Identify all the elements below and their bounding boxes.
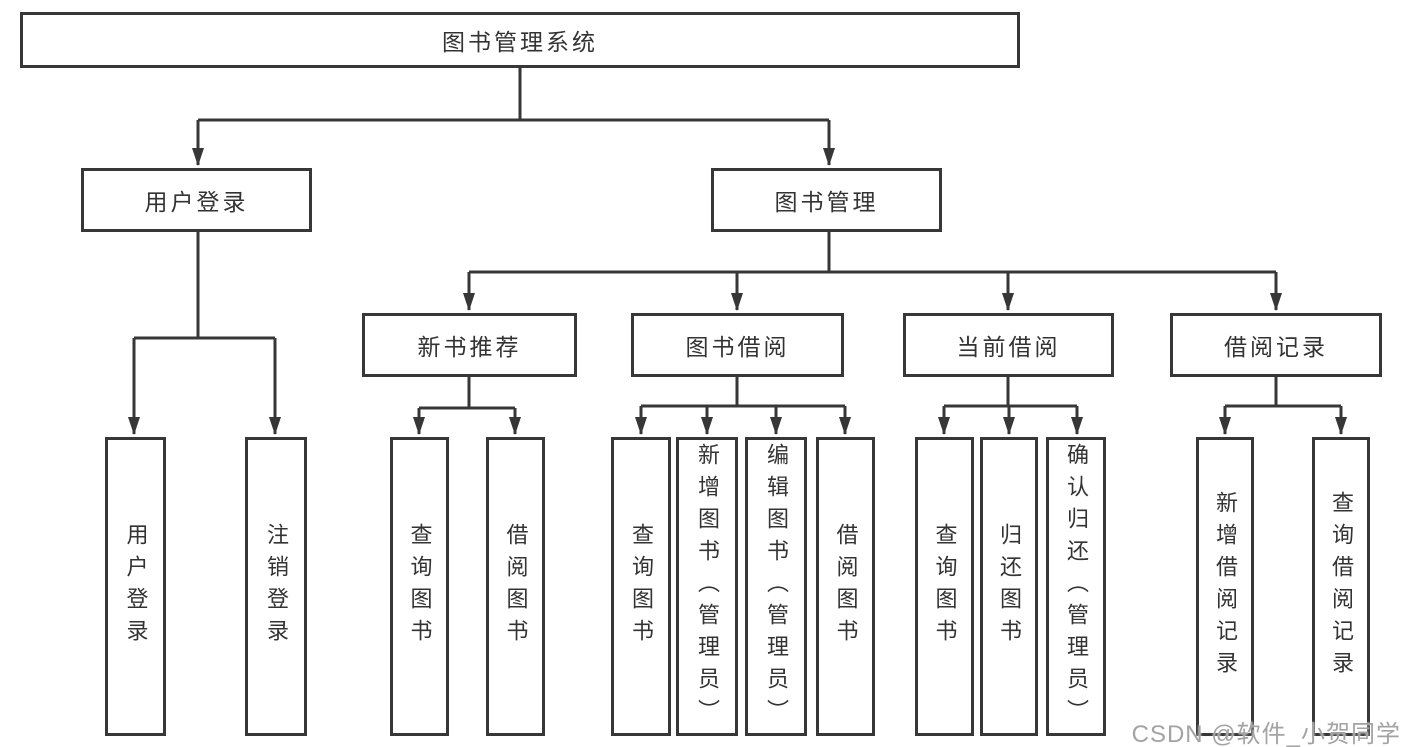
node-book-management: 图书管理 bbox=[711, 168, 942, 232]
leaf-edit-books-admin: 编辑图书（管理员） bbox=[745, 437, 807, 736]
node-new-book-recommend: 新书推荐 bbox=[362, 313, 577, 377]
leaf-borrow-books: 借阅图书 bbox=[816, 437, 875, 736]
leaf-add-borrow-record: 新增借阅记录 bbox=[1196, 437, 1254, 736]
leaf-query-borrow-record: 查询借阅记录 bbox=[1312, 437, 1370, 736]
leaf-query-books-current: 查询图书 bbox=[915, 437, 974, 736]
node-root-system: 图书管理系统 bbox=[20, 12, 1020, 68]
leaf-confirm-return-admin: 确认归还（管理员） bbox=[1046, 437, 1106, 736]
leaf-borrow-books-recommend: 借阅图书 bbox=[486, 437, 545, 736]
leaf-add-books-admin: 新增图书（管理员） bbox=[676, 437, 738, 736]
leaf-return-books: 归还图书 bbox=[980, 437, 1038, 736]
leaf-logout: 注销登录 bbox=[245, 437, 307, 736]
leaf-user-login: 用户登录 bbox=[105, 437, 166, 736]
node-current-borrow: 当前借阅 bbox=[903, 313, 1114, 377]
leaf-query-books-borrow: 查询图书 bbox=[611, 437, 671, 736]
node-book-borrow: 图书借阅 bbox=[631, 313, 844, 377]
node-borrow-records: 借阅记录 bbox=[1170, 313, 1382, 377]
node-user-login: 用户登录 bbox=[81, 168, 312, 232]
leaf-query-books-recommend: 查询图书 bbox=[390, 437, 449, 736]
csdn-watermark: CSDN @软件_小贺同学 bbox=[1131, 721, 1401, 747]
